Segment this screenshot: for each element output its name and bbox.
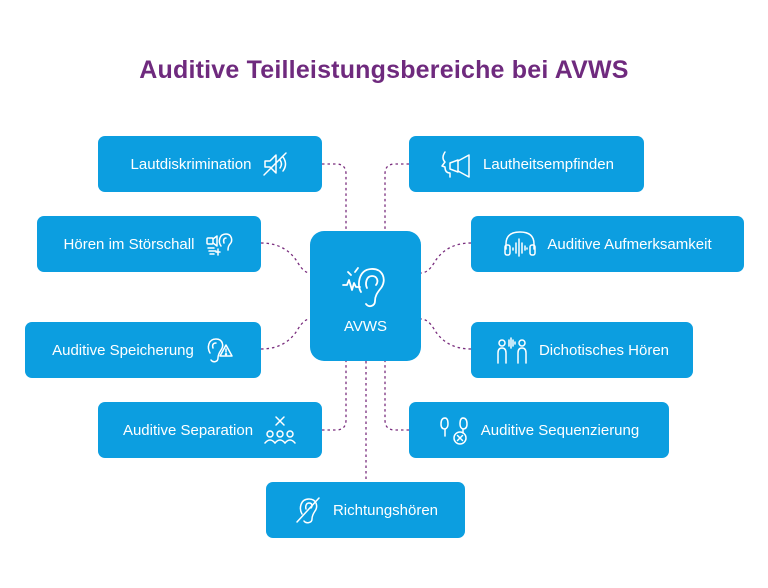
muted-speaker-icon [263, 152, 288, 176]
node-hoeren-im-stoerschall: Hören im Störschall [37, 216, 261, 272]
node-label: Lautdiskrimination [130, 155, 252, 173]
node-label: Hören im Störschall [63, 235, 195, 253]
node-dichotisches-hoeren: Dichotisches Hören [471, 322, 693, 378]
headphones-wave-icon [504, 231, 537, 257]
node-label: Auditive Speicherung [52, 341, 194, 359]
node-label: Dichotisches Hören [538, 341, 670, 359]
ear-sound-icon [341, 266, 385, 307]
node-label: Auditive Separation [122, 421, 254, 439]
node-auditive-sequenzierung: Auditive Sequenzierung [409, 402, 669, 458]
two-people-sound-icon [497, 337, 527, 364]
node-label: Auditive Sequenzierung [480, 421, 640, 439]
node-auditive-aufmerksamkeit: Auditive Aufmerksamkeit [471, 216, 744, 272]
ear-noise-icon [206, 233, 233, 256]
node-auditive-speicherung: Auditive Speicherung [25, 322, 261, 378]
node-label: Auditive Aufmerksamkeit [547, 235, 712, 253]
node-label: Richtungshören [332, 501, 439, 519]
node-richtungshoeren: Richtungshören [266, 482, 465, 538]
people-x-icon [264, 416, 296, 444]
ear-warning-icon [207, 338, 233, 363]
center-label: AVWS [343, 317, 388, 335]
hearing-impaired-icon [296, 497, 320, 524]
node-lautdiskrimination: Lautdiskrimination [98, 136, 322, 192]
center-node-avws: AVWS [310, 231, 421, 361]
node-lautheitsempfinden: Lautheitsempfinden [409, 136, 644, 192]
diagram-title: Auditive Teilleistungsbereiche bei AVWS [139, 56, 629, 84]
node-auditive-separation: Auditive Separation [98, 402, 322, 458]
node-label: Lautheitsempfinden [483, 155, 614, 173]
earbuds-x-icon [440, 417, 468, 445]
megaphone-face-icon [441, 151, 470, 178]
